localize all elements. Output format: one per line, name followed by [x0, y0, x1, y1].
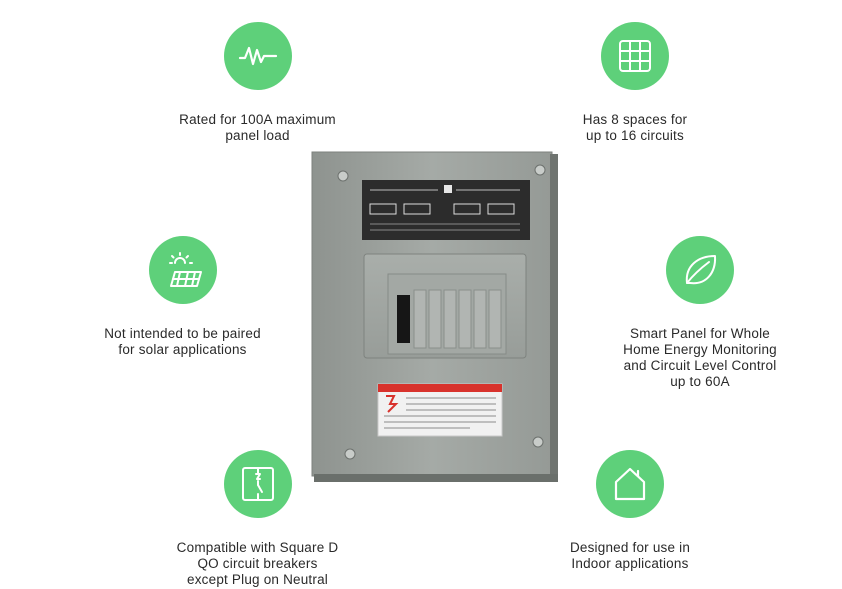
feature-caption: Rated for 100A maximum panel load — [179, 112, 336, 143]
feature-caption: Not intended to be paired for solar appl… — [104, 326, 261, 357]
load-center-panel-image — [311, 151, 558, 482]
feature-smart-panel: Smart Panel for Whole Home Energy Monito… — [590, 236, 810, 390]
waveform-icon — [223, 22, 292, 90]
feature-max-load: Rated for 100A maximum panel load — [155, 22, 360, 144]
feature-caption: Designed for use in Indoor applications — [569, 540, 691, 571]
feature-indoor: Designed for use in Indoor applications — [525, 450, 735, 572]
feature-caption: Smart Panel for Whole Home Energy Monito… — [623, 326, 777, 389]
feature-solar: Not intended to be paired for solar appl… — [75, 236, 290, 358]
house-icon — [596, 450, 664, 518]
feature-caption: Has 8 spaces for up to 16 circuits — [582, 112, 688, 143]
breaker-icon — [223, 450, 292, 518]
solar-panel-icon — [148, 236, 217, 304]
feature-caption: Compatible with Square D QO circuit brea… — [176, 540, 339, 587]
grid-icon — [601, 22, 669, 90]
leaf-icon — [666, 236, 734, 304]
feature-spaces: Has 8 spaces for up to 16 circuits — [535, 22, 735, 144]
feature-compatibility: Compatible with Square D QO circuit brea… — [140, 450, 375, 588]
